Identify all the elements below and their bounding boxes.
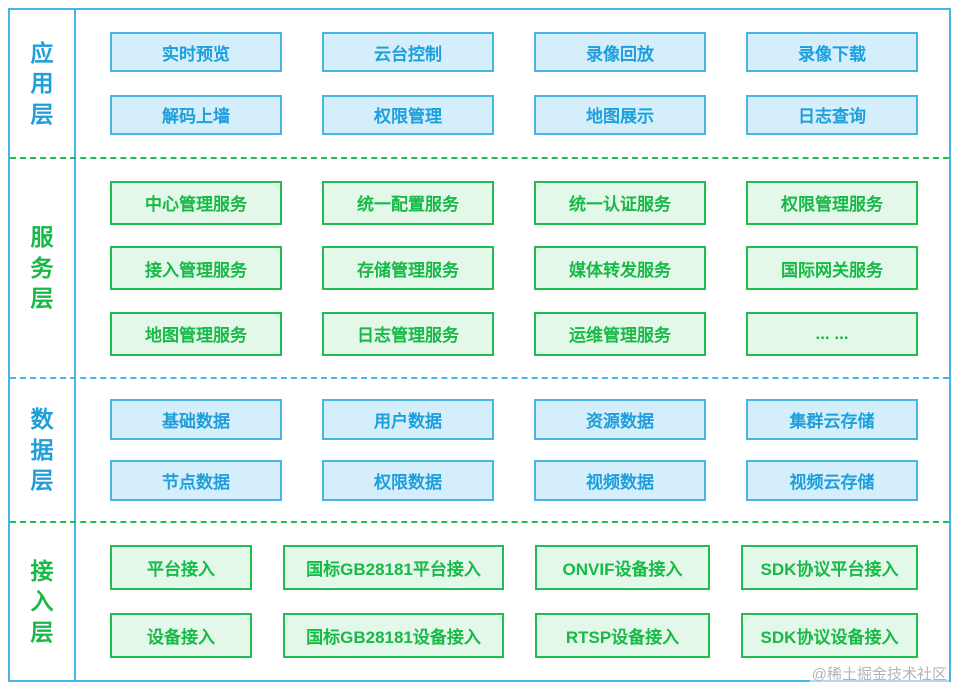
layer-box: 录像下载 <box>746 32 918 73</box>
layer-label-char: 接 <box>30 557 54 584</box>
layer-label-access: 接入层 <box>31 556 54 647</box>
layer-label-char: 用 <box>30 70 54 97</box>
layer-box: 统一配置服务 <box>322 180 494 225</box>
layer-box: 用户数据 <box>322 399 494 440</box>
layer-data: 数据层 基础数据用户数据资源数据集群云存储节点数据权限数据视频数据视频云存储 <box>10 377 949 521</box>
layer-box: 国际网关服务 <box>746 246 918 290</box>
layer-box: 基础数据 <box>110 399 282 440</box>
layer-box: 国标GB28181平台接入 <box>283 545 504 591</box>
box-row: 实时预览云台控制录像回放录像下载 <box>110 32 949 73</box>
layer-content-application: 实时预览云台控制录像回放录像下载解码上墙权限管理地图展示日志查询 <box>76 10 949 157</box>
layer-label-column: 应用层 <box>10 10 76 157</box>
layer-box: 地图展示 <box>534 94 706 135</box>
layer-box: 设备接入 <box>110 612 252 658</box>
layer-service: 服务层 中心管理服务统一配置服务统一认证服务权限管理服务接入管理服务存储管理服务… <box>10 157 949 377</box>
box-row: 节点数据权限数据视频数据视频云存储 <box>110 460 949 501</box>
layer-content-access: 平台接入国标GB28181平台接入 ONVIF设备接入 SDK协议平台接入设备接入国… <box>76 523 949 680</box>
box-row: 平台接入国标GB28181平台接入 ONVIF设备接入 SDK协议平台接入 <box>110 545 949 591</box>
layer-box: 统一认证服务 <box>534 180 706 225</box>
box-row: 解码上墙权限管理地图展示日志查询 <box>110 94 949 135</box>
layer-label-char: 应 <box>30 39 54 66</box>
layer-label-char: 层 <box>30 100 54 127</box>
layer-access: 接入层 平台接入国标GB28181平台接入 ONVIF设备接入 SDK协议平台接入设… <box>10 521 949 680</box>
box-row: 设备接入国标GB28181设备接入 RTSP设备接入 SDK协议设备接入 <box>110 612 949 658</box>
layer-box: ... ... <box>746 311 918 356</box>
layer-label-application: 应用层 <box>31 38 54 129</box>
layer-box: 云台控制 <box>322 32 494 73</box>
layer-box: 集群云存储 <box>746 399 918 440</box>
layer-content-service: 中心管理服务统一配置服务统一认证服务权限管理服务接入管理服务存储管理服务媒体转发… <box>76 159 949 377</box>
layer-box: 节点数据 <box>110 460 282 501</box>
architecture-diagram-frame: 应用层 实时预览云台控制录像回放录像下载解码上墙权限管理地图展示日志查询 服务层… <box>8 8 951 682</box>
layer-box: RTSP设备接入 <box>535 612 710 658</box>
layer-box: 国标GB28181设备接入 <box>283 612 504 658</box>
box-row: 地图管理服务日志管理服务运维管理服务 ... ... <box>110 311 949 356</box>
layer-box: 权限管理 <box>322 94 494 135</box>
layer-box: ONVIF设备接入 <box>535 545 710 591</box>
layer-box: 平台接入 <box>110 545 252 591</box>
layer-content-data: 基础数据用户数据资源数据集群云存储节点数据权限数据视频数据视频云存储 <box>76 379 949 521</box>
layer-label-data: 数据层 <box>31 404 54 495</box>
layer-box: 存储管理服务 <box>322 246 494 290</box>
layer-box: 接入管理服务 <box>110 246 282 290</box>
box-row: 中心管理服务统一配置服务统一认证服务权限管理服务 <box>110 180 949 225</box>
layer-label-char: 服 <box>30 224 54 251</box>
layer-label-column: 数据层 <box>10 379 76 521</box>
layer-box: 媒体转发服务 <box>534 246 706 290</box>
layer-box: 资源数据 <box>534 399 706 440</box>
layer-box: 解码上墙 <box>110 94 282 135</box>
layer-box: 权限数据 <box>322 460 494 501</box>
layer-label-char: 入 <box>30 588 54 615</box>
box-row: 基础数据用户数据资源数据集群云存储 <box>110 399 949 440</box>
layer-box: 实时预览 <box>110 32 282 73</box>
layer-label-service: 服务层 <box>31 222 54 313</box>
watermark: @稀土掘金技术社区 <box>809 663 949 684</box>
layer-box: 视频云存储 <box>746 460 918 501</box>
layer-label-char: 层 <box>30 618 54 645</box>
box-row: 接入管理服务存储管理服务媒体转发服务国际网关服务 <box>110 246 949 290</box>
layer-label-char: 层 <box>30 467 54 494</box>
layer-label-char: 数 <box>30 406 54 433</box>
layer-box: SDK协议设备接入 <box>741 612 918 658</box>
layer-box: SDK协议平台接入 <box>741 545 918 591</box>
layer-label-char: 层 <box>30 285 54 312</box>
layer-box: 视频数据 <box>534 460 706 501</box>
layer-application: 应用层 实时预览云台控制录像回放录像下载解码上墙权限管理地图展示日志查询 <box>10 10 949 157</box>
layer-box: 日志查询 <box>746 94 918 135</box>
layer-box: 运维管理服务 <box>534 311 706 356</box>
layer-box: 录像回放 <box>534 32 706 73</box>
layer-label-char: 据 <box>30 436 54 463</box>
layer-label-column: 接入层 <box>10 523 76 680</box>
layer-box: 地图管理服务 <box>110 311 282 356</box>
layer-label-column: 服务层 <box>10 159 76 377</box>
layer-box: 日志管理服务 <box>322 311 494 356</box>
layer-box: 中心管理服务 <box>110 180 282 225</box>
layer-box: 权限管理服务 <box>746 180 918 225</box>
layer-label-char: 务 <box>30 254 54 281</box>
